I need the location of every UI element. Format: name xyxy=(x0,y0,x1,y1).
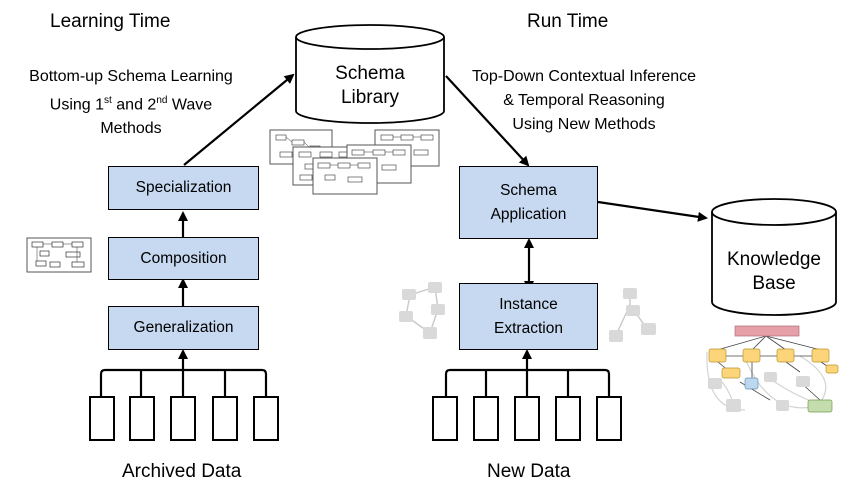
new-doc xyxy=(473,396,499,441)
learning-time-heading: Learning Time xyxy=(50,11,171,32)
learning-desc-line1: Bottom-up Schema Learning xyxy=(29,68,233,85)
knowledge-graph xyxy=(706,325,839,413)
specialization-label: Specialization xyxy=(135,179,232,196)
new-doc xyxy=(514,396,540,441)
archived-doc xyxy=(212,396,238,441)
new-doc xyxy=(555,396,581,441)
run-description: Top-Down Contextual Inference & Temporal… xyxy=(444,65,724,137)
archived-data-documents xyxy=(89,396,279,441)
arrows xyxy=(99,73,708,397)
kb-gray-node xyxy=(708,378,722,389)
kb-green-node xyxy=(807,399,833,413)
instance-extraction-label-2: Extraction xyxy=(494,319,563,337)
kb-yellow-node xyxy=(825,364,839,374)
arrow-application-to-kb xyxy=(597,200,708,222)
schema-library-thumbnails xyxy=(269,129,440,195)
kb-blue-node xyxy=(744,377,759,390)
schema-application-label-2: Application xyxy=(490,205,567,223)
new-data-label: New Data xyxy=(487,461,571,482)
instance-graph-right xyxy=(609,288,656,342)
learning-desc-line3: Methods xyxy=(100,120,162,138)
kb-yellow-node xyxy=(708,348,727,363)
kb-gray-node xyxy=(796,376,810,387)
instance-extraction-label-1: Instance xyxy=(499,295,558,313)
schema-thumbnail xyxy=(312,157,378,195)
archived-doc xyxy=(170,396,196,441)
kb-yellow-node xyxy=(742,348,761,363)
specialization-box: Specialization xyxy=(108,166,259,210)
instance-graph-left xyxy=(399,282,445,339)
arrow-library-to-application xyxy=(445,75,530,167)
archived-doc xyxy=(253,396,279,441)
kb-pink-bar xyxy=(734,325,800,337)
kb-gray-node xyxy=(764,372,777,382)
learning-desc-line2: Using 1st and 2nd Wave xyxy=(49,95,213,114)
schema-library-cylinder xyxy=(295,24,445,124)
new-doc xyxy=(432,396,458,441)
composition-label: Composition xyxy=(140,249,227,267)
knowledge-base-label: Knowledge Base xyxy=(726,249,822,294)
kb-yellow-node xyxy=(721,367,741,379)
generalization-label: Generalization xyxy=(133,319,234,336)
run-desc-line1: Top-Down Contextual Inference xyxy=(471,68,697,85)
knowledge-base-cylinder xyxy=(711,198,837,316)
kb-yellow-node xyxy=(776,348,795,363)
archived-doc xyxy=(89,396,115,441)
schema-application-box: Schema Application xyxy=(459,166,598,239)
instance-extraction-box: Instance Extraction xyxy=(459,283,598,350)
archived-data-label: Archived Data xyxy=(122,461,242,482)
run-time-heading: Run Time xyxy=(527,11,609,32)
schema-library-label: Schema Library xyxy=(335,63,405,108)
kb-yellow-node xyxy=(811,348,830,363)
kb-gray-node xyxy=(776,400,789,411)
run-desc-line2: & Temporal Reasoning xyxy=(503,92,665,109)
arrow-specialization-to-library xyxy=(183,73,295,166)
run-desc-line3: Using New Methods xyxy=(512,116,656,133)
schema-thumbnail-left xyxy=(26,237,92,273)
generalization-box: Generalization xyxy=(108,306,259,350)
schema-application-label-1: Schema xyxy=(500,181,557,199)
kb-gray-node xyxy=(726,399,741,412)
archived-doc xyxy=(129,396,155,441)
new-doc xyxy=(596,396,622,441)
learning-description: Bottom-up Schema Learning Using 1st and … xyxy=(4,65,258,141)
new-data-documents xyxy=(432,396,622,441)
composition-box: Composition xyxy=(108,237,259,280)
